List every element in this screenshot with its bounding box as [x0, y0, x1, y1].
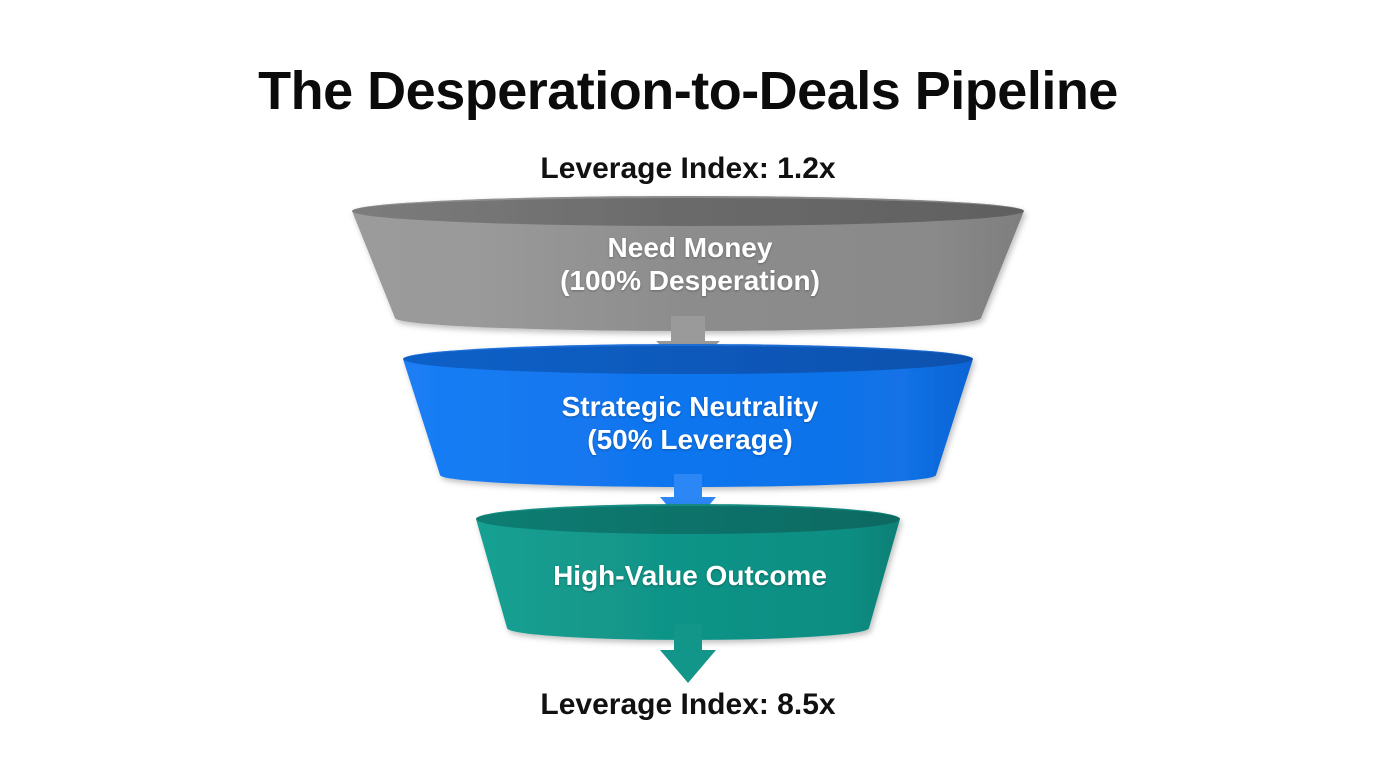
stage-body-blue [403, 359, 973, 487]
top-annotation-leverage-index: Leverage Index: 1.2x [540, 152, 836, 185]
stage-body-teal [476, 519, 900, 640]
funnel-stage-need-money[interactable] [352, 196, 1024, 331]
flow-arrow-teal [660, 624, 716, 683]
flow-arrow-blue [660, 474, 716, 530]
page-title: The Desperation-to-Deals Pipeline [258, 61, 1118, 121]
stage-rim-blue [403, 344, 973, 374]
stage-body-gray [352, 211, 1024, 331]
stage-rim-teal [476, 504, 900, 534]
funnel-stage-strategic-neutrality[interactable] [403, 344, 973, 487]
funnel-stage-high-value-outcome[interactable] [476, 504, 900, 640]
bottom-annotation-leverage-index: Leverage Index: 8.5x [540, 688, 836, 721]
stage-rim-gray [352, 196, 1024, 226]
